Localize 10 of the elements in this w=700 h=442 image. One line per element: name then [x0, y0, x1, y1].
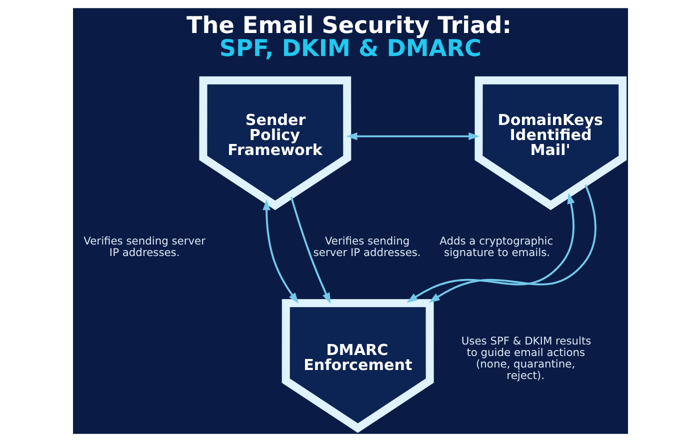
arrow	[290, 196, 330, 304]
diagram-title: The Email Security Triad: SPF, DKIM & DMARC	[186, 12, 511, 62]
arrow	[428, 184, 596, 303]
edge-label: Verifies sending server IP addresses.	[312, 234, 420, 260]
arrow	[346, 132, 480, 140]
node-label: Verifies sending server IP addresses.	[83, 234, 205, 260]
arrow	[262, 199, 298, 304]
arrow	[406, 192, 574, 303]
node-label: Adds a cryptographic signature to emails.	[439, 234, 553, 260]
node-label: Uses SPF & DKIM results to guide email actions (none, quarantine, reject).	[460, 334, 591, 382]
